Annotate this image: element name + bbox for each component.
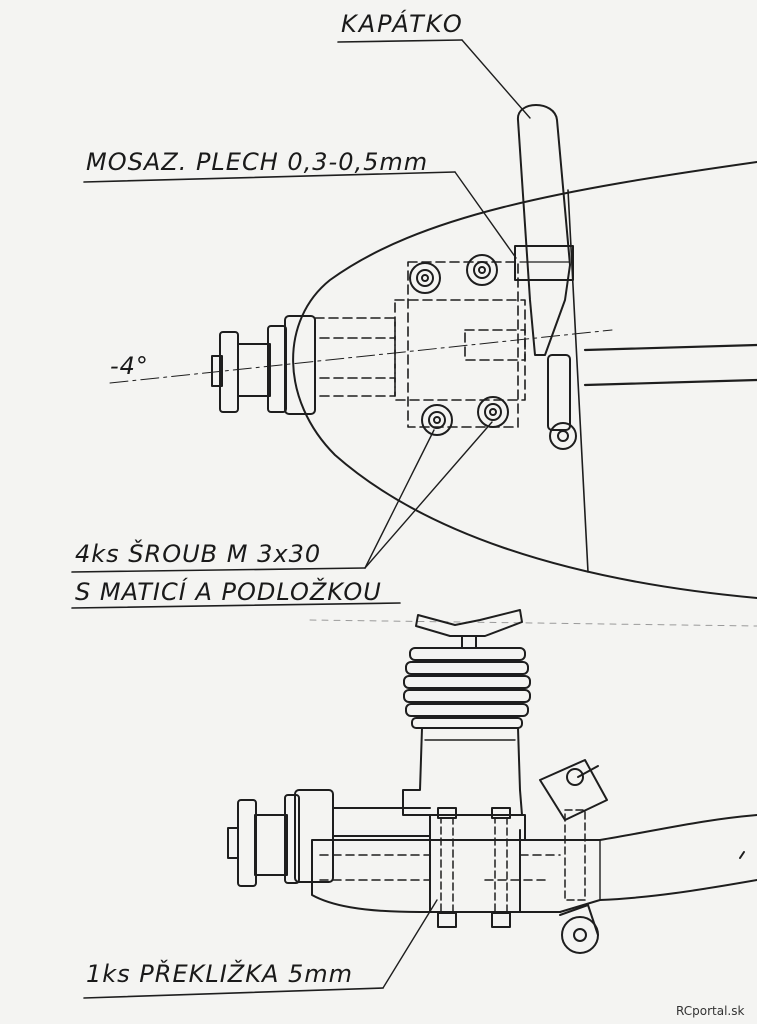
underline-kapatko bbox=[337, 39, 463, 43]
underline-preklizka bbox=[83, 987, 384, 999]
fuel-dropper bbox=[516, 104, 571, 356]
underline-matici bbox=[71, 602, 401, 609]
view-separator bbox=[309, 619, 757, 627]
label-brass-sheet: MOSAZ. PLECH 0,3-0,5mm bbox=[86, 148, 429, 176]
side-view bbox=[83, 609, 757, 999]
underline-sroub bbox=[71, 567, 366, 573]
prop-nut bbox=[237, 343, 271, 397]
label-nut-washer: S MATICÍ A PODLOŽKOU bbox=[75, 578, 382, 606]
side-hidden-parts bbox=[319, 854, 561, 881]
tail-wheel bbox=[561, 916, 599, 954]
bolt-bottom-left bbox=[421, 404, 453, 436]
leader-preklizka bbox=[382, 899, 438, 989]
dropper-ring bbox=[549, 422, 577, 450]
brass-clamp bbox=[514, 245, 574, 281]
dropper-tube bbox=[547, 354, 571, 431]
needle-valve bbox=[415, 609, 523, 637]
side-fuel-tank bbox=[539, 759, 608, 821]
side-dropper-tube bbox=[564, 809, 586, 901]
side-prop-washer bbox=[237, 799, 257, 887]
cylinder bbox=[402, 727, 523, 816]
leader-kapatko bbox=[461, 39, 531, 119]
underline-mosaz bbox=[83, 171, 456, 183]
thrust-centerline bbox=[109, 329, 613, 384]
bolt-bottom-right bbox=[477, 396, 509, 428]
firewall-line bbox=[567, 189, 589, 573]
side-prop-nut bbox=[254, 814, 288, 876]
side-prop-hub bbox=[227, 827, 239, 859]
mount-rail-bottom bbox=[583, 378, 757, 387]
bolt-top-left bbox=[409, 262, 441, 294]
hidden-crankcase bbox=[314, 261, 526, 428]
plywood-mount bbox=[311, 814, 757, 913]
label-plywood: 1ks PŘEKLIŽKA 5mm bbox=[86, 960, 354, 988]
fuselage-nose-outline bbox=[292, 161, 757, 599]
prop-hub bbox=[211, 355, 223, 387]
side-prop-collar bbox=[284, 794, 300, 884]
label-kapatko: KAPÁTKO bbox=[341, 10, 464, 38]
side-bolt-left bbox=[437, 807, 457, 928]
leader-sroub-2 bbox=[364, 421, 493, 569]
mount-rail-top bbox=[583, 343, 757, 352]
side-bolt-right bbox=[491, 807, 511, 928]
leader-sroub-1 bbox=[364, 429, 435, 569]
watermark: RCportal.sk bbox=[676, 1004, 745, 1018]
cooling-fins bbox=[403, 647, 531, 729]
leader-mosaz bbox=[454, 171, 517, 259]
top-view bbox=[71, 39, 757, 609]
mount-block bbox=[429, 814, 526, 841]
label-thrust-angle: -4° bbox=[110, 352, 149, 380]
bolt-top-right bbox=[466, 254, 498, 286]
crankcase-front bbox=[294, 789, 334, 883]
label-screws: 4ks ŠROUB M 3x30 bbox=[75, 540, 322, 568]
